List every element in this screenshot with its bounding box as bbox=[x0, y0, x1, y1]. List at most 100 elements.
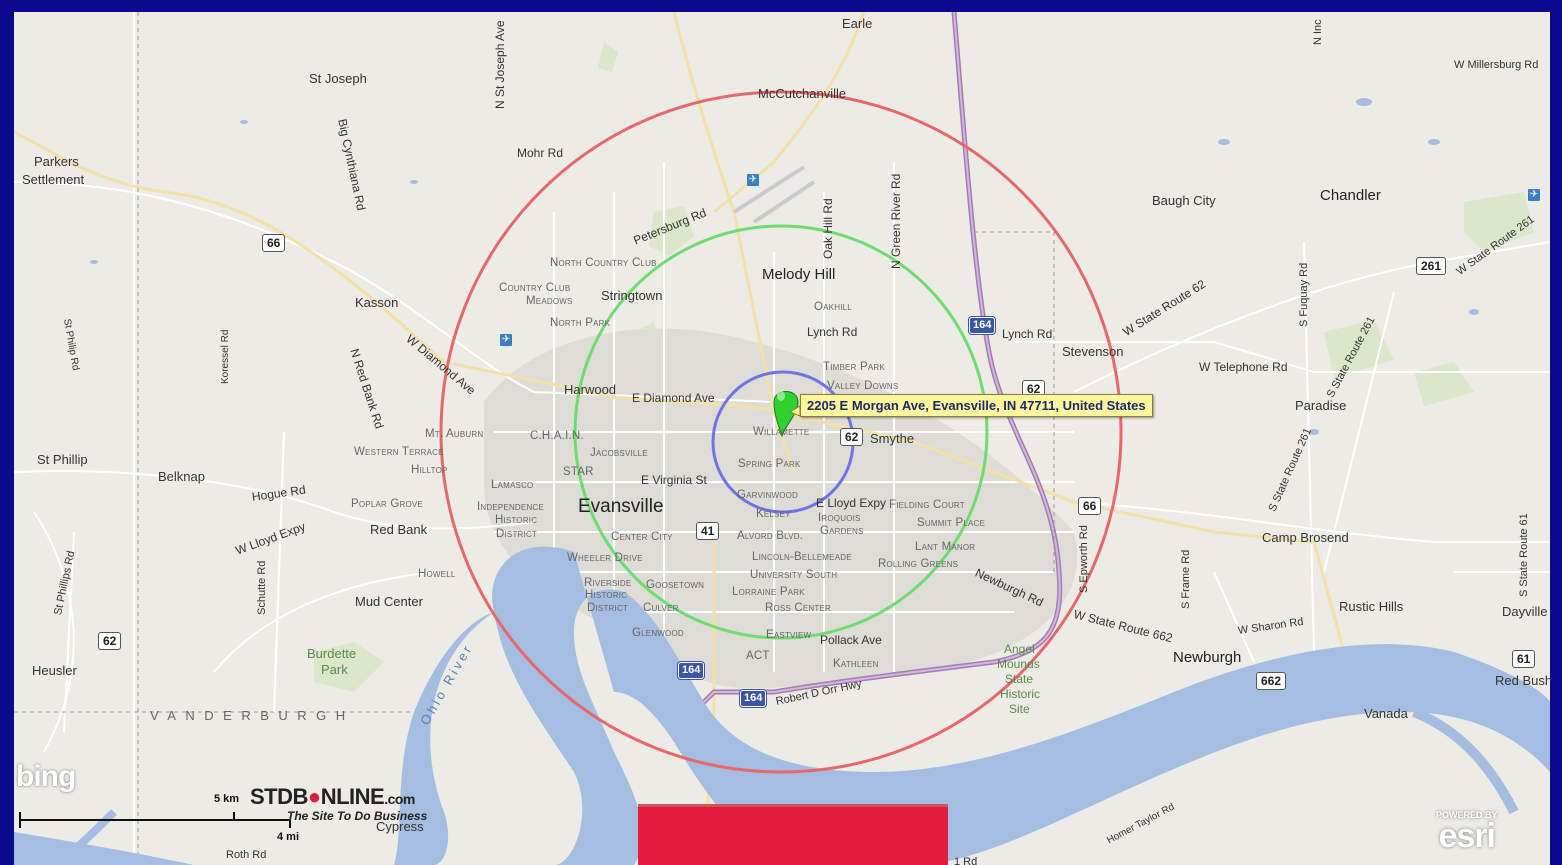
neighborhood-label: Valley Downs bbox=[827, 380, 899, 392]
neighborhood-label: Glenwood bbox=[632, 627, 684, 639]
interstate-shield: 164 bbox=[678, 662, 705, 679]
road-label: S Fuquay Rd bbox=[1298, 262, 1310, 327]
park-label: Mounds bbox=[997, 657, 1040, 671]
neighborhood-label: Kelsey bbox=[756, 508, 791, 520]
park-label: Angel bbox=[1004, 642, 1035, 656]
airport-icon: ✈ bbox=[747, 174, 759, 186]
town-label: Parkers bbox=[34, 154, 79, 169]
route-shield: 62 bbox=[98, 632, 122, 650]
road-label: N Green River Rd bbox=[889, 173, 903, 269]
route-shield: 662 bbox=[1256, 672, 1287, 690]
interstate-shield: 164 bbox=[969, 317, 996, 334]
neighborhood-label: Lorraine Park bbox=[732, 586, 805, 598]
road-label: N Inc bbox=[1312, 19, 1324, 45]
neighborhood-label: Goosetown bbox=[646, 579, 705, 591]
neighborhood-label: North Country Club bbox=[550, 257, 657, 269]
stdb-tagline: The Site To Do Business bbox=[287, 809, 428, 823]
road-label: Koressel Rd bbox=[220, 329, 231, 384]
neighborhood-label: Culver bbox=[643, 602, 679, 614]
neighborhood-label: Meadows bbox=[526, 295, 573, 307]
ring-middle bbox=[573, 224, 989, 640]
neighborhood-label: Independence bbox=[477, 501, 544, 513]
road-label: 1 Rd bbox=[954, 856, 978, 865]
neighborhood-label: Jacobsville bbox=[590, 447, 648, 459]
town-label: Stevenson bbox=[1062, 344, 1124, 359]
road-label: S Frame Rd bbox=[1180, 549, 1192, 609]
road-label: W Millersburg Rd bbox=[1454, 59, 1539, 71]
city-label: Newburgh bbox=[1173, 649, 1242, 666]
scale-mi-label: 4 mi bbox=[277, 831, 300, 843]
neighborhood-label: Howell bbox=[418, 568, 456, 580]
neighborhood-label: STAR bbox=[563, 466, 594, 478]
town-label: McCutchanville bbox=[758, 86, 847, 101]
route-shield: 41 bbox=[696, 522, 720, 540]
neighborhood-label: Lant Manor bbox=[915, 541, 976, 553]
route-shield: 62 bbox=[1022, 380, 1046, 398]
stdb-logo: STDB●NLINE.com bbox=[250, 784, 415, 809]
neighborhood-label: University South bbox=[750, 569, 838, 581]
neighborhood-label: Poplar Grove bbox=[351, 498, 424, 510]
location-pin-icon[interactable] bbox=[773, 391, 799, 438]
esri-logo: POWERED BY esri bbox=[1436, 810, 1498, 855]
red-banner bbox=[638, 804, 948, 865]
road-label: Mohr Rd bbox=[517, 146, 564, 160]
town-label: Settlement bbox=[22, 172, 85, 187]
neighborhood-label: Ross Center bbox=[765, 602, 832, 614]
neighborhood-label: District bbox=[496, 528, 538, 540]
city-label: Evansville bbox=[578, 496, 664, 517]
town-label: Heusler bbox=[32, 663, 77, 678]
town-label: Mud Center bbox=[355, 594, 423, 609]
road-label: E Virginia St bbox=[641, 473, 707, 487]
neighborhood-label: Mt. Auburn bbox=[425, 428, 484, 440]
city-label: Melody Hill bbox=[762, 266, 836, 283]
park-label: Site bbox=[1009, 702, 1030, 716]
road-label: S State Route 61 bbox=[1518, 513, 1530, 597]
town-label: Cypress bbox=[376, 819, 424, 834]
neighborhood-label: Lamasco bbox=[491, 479, 534, 491]
town-label: Paradise bbox=[1295, 398, 1347, 413]
town-label: Vanada bbox=[1364, 706, 1408, 721]
scale-km-label: 5 km bbox=[214, 793, 240, 805]
road-label: Lynch Rd bbox=[807, 325, 858, 339]
town-label: Kasson bbox=[355, 295, 399, 310]
airport-icon: ✈ bbox=[1528, 189, 1540, 201]
park-label: Historic bbox=[1000, 687, 1041, 701]
road-label: E Diamond Ave bbox=[632, 391, 715, 405]
road-label: Oak Hill Rd bbox=[821, 198, 835, 259]
neighborhood-label: Alvord Blvd. bbox=[737, 530, 804, 542]
town-label: Dayville bbox=[1502, 604, 1548, 619]
address-callout[interactable]: 2205 E Morgan Ave, Evansville, IN 47711,… bbox=[800, 394, 1153, 417]
route-shield: 66 bbox=[262, 234, 286, 252]
airport-icon: ✈ bbox=[500, 334, 512, 346]
neighborhood-label: Oakhill bbox=[814, 301, 852, 313]
neighborhood-label: Rolling Greens bbox=[878, 558, 959, 570]
county-label: VANDERBURGH bbox=[150, 708, 355, 723]
neighborhood-label: Garvinwood bbox=[737, 489, 799, 501]
neighborhood-label: North Park bbox=[550, 317, 611, 329]
town-label: Red Bank bbox=[370, 522, 428, 537]
road-label: N St Joseph Ave bbox=[493, 20, 507, 110]
neighborhood-label: Summit Place bbox=[917, 517, 986, 529]
neighborhood-label: Historic bbox=[585, 589, 628, 601]
route-shield: 261 bbox=[1416, 257, 1447, 275]
bing-logo: bing bbox=[16, 760, 76, 793]
neighborhood-label: ACT bbox=[746, 650, 770, 662]
neighborhood-label: Historic bbox=[495, 514, 538, 526]
interstate-shield: 164 bbox=[740, 690, 767, 707]
road-label: Schutte Rd bbox=[256, 560, 268, 615]
neighborhood-label: C.H.A.I.N. bbox=[530, 430, 584, 442]
ring-outer bbox=[439, 90, 1123, 774]
town-label: Rustic Hills bbox=[1339, 599, 1404, 614]
road-label: E Lloyd Expy bbox=[816, 496, 887, 510]
neighborhood-label: Hilltop bbox=[411, 464, 448, 476]
town-label: Stringtown bbox=[601, 288, 663, 303]
route-shield: 61 bbox=[1512, 650, 1536, 668]
neighborhood-label: Fielding Court bbox=[889, 499, 965, 511]
neighborhood-label: District bbox=[587, 602, 629, 614]
map-basemap bbox=[14, 12, 1550, 865]
neighborhood-label: Eastview bbox=[766, 629, 812, 641]
map-canvas[interactable]: 164 164 164 66 62 62 66 62 62 261 61 662… bbox=[14, 12, 1550, 865]
city-label: Chandler bbox=[1320, 187, 1381, 204]
neighborhood-label: Timber Park bbox=[823, 361, 885, 373]
